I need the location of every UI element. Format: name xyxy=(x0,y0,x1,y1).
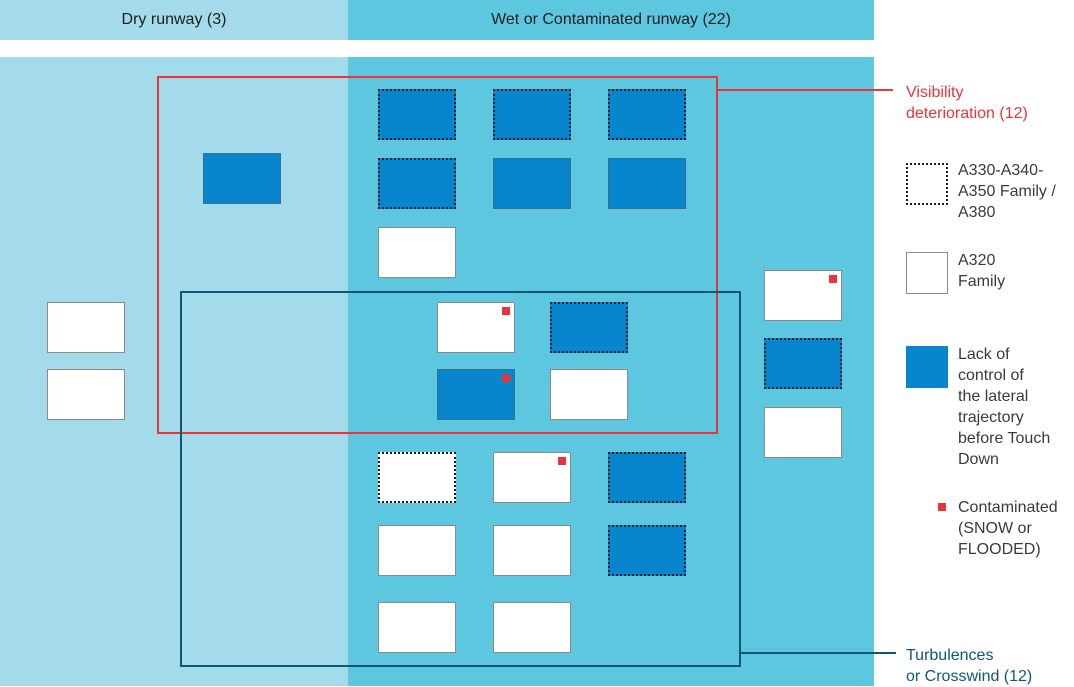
event-tile xyxy=(608,525,686,576)
event-tile xyxy=(764,338,842,389)
event-tile xyxy=(378,452,456,503)
event-tile xyxy=(608,452,686,503)
event-tile xyxy=(378,227,456,278)
event-tile xyxy=(378,89,456,140)
event-tile xyxy=(378,525,456,576)
event-tile xyxy=(437,369,515,420)
visibility-group-box xyxy=(157,76,718,434)
event-tile xyxy=(493,452,571,503)
legend-contaminated-marker xyxy=(938,503,946,511)
turbulence-group-box xyxy=(180,291,741,667)
contaminated-marker xyxy=(502,307,510,315)
event-tile xyxy=(437,302,515,353)
legend-contaminated-label: Contaminated (SNOW or FLOODED) xyxy=(958,499,1058,558)
event-tile xyxy=(47,369,125,420)
contaminated-marker xyxy=(502,374,510,382)
event-tile xyxy=(493,602,571,653)
legend-a320-swatch xyxy=(906,252,948,294)
contaminated-marker xyxy=(558,457,566,465)
legend-a320-label: A320 Family xyxy=(958,252,1006,290)
turbulence-leader-line xyxy=(741,652,896,654)
event-tile xyxy=(550,302,628,353)
event-tile xyxy=(203,153,281,204)
event-tile xyxy=(608,89,686,140)
visibility-leader-line xyxy=(718,89,893,91)
dry-runway-header: Dry runway (3) xyxy=(0,0,348,40)
event-tile xyxy=(493,525,571,576)
turbulence-group-label: Turbulences or Crosswind (12) xyxy=(906,647,1033,685)
event-tile xyxy=(493,158,571,209)
event-tile xyxy=(493,89,571,140)
legend-lack-of-control-label: Lack of control of the lateral trajector… xyxy=(958,346,1051,468)
legend-lack-of-control-swatch xyxy=(906,346,948,388)
legend-widebody-label: A330-A340- A350 Family / A380 xyxy=(958,162,1056,221)
event-tile xyxy=(378,158,456,209)
event-tile xyxy=(47,302,125,353)
event-tile xyxy=(764,407,842,458)
event-tile xyxy=(764,270,842,321)
visibility-group-label: Visibility deterioration (12) xyxy=(906,84,1028,122)
wet-runway-header: Wet or Contaminated runway (22) xyxy=(348,0,874,40)
legend-widebody-swatch xyxy=(906,163,948,205)
event-tile xyxy=(378,602,456,653)
event-tile xyxy=(550,369,628,420)
event-tile xyxy=(608,158,686,209)
contaminated-marker xyxy=(829,275,837,283)
